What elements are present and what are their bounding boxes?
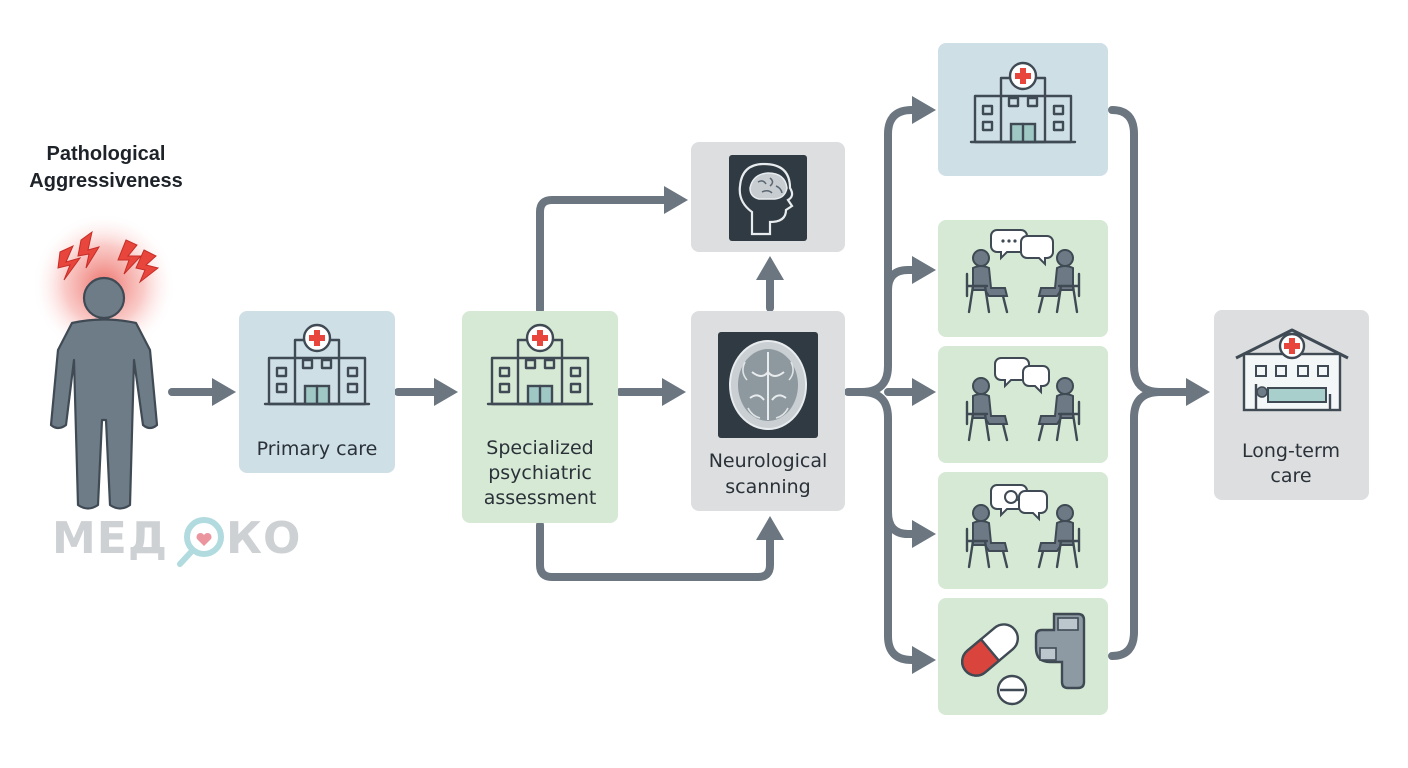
- specialized-label-line-3: assessment: [484, 487, 597, 509]
- title-line-2: Aggressiveness: [29, 170, 182, 192]
- specialized-label-line-2: psychiatric: [488, 462, 592, 484]
- specialized-assessment-node: Specialized psychiatric assessment: [462, 311, 618, 523]
- care-home-icon: [1235, 328, 1349, 412]
- long-term-care-node: Long-term care: [1214, 310, 1369, 500]
- hospital-icon: [263, 323, 371, 406]
- long-term-care-label-line-1: Long-term: [1242, 440, 1340, 462]
- neurological-label-line-2: scanning: [725, 476, 810, 498]
- hospital-icon: [969, 61, 1077, 144]
- therapy-session-node-3: [938, 472, 1108, 589]
- specialized-label-line-1: Specialized: [486, 437, 593, 459]
- alarm-figure-icon: [32, 213, 176, 510]
- therapy-session-icon: [965, 357, 1081, 442]
- watermark-text-right: КО: [226, 513, 301, 564]
- hospital-icon: [486, 323, 594, 406]
- brain-scan-icon: [718, 332, 818, 438]
- therapy-session-icon: [965, 484, 1081, 569]
- neurological-scanning-node: Neurological scanning: [691, 311, 845, 511]
- neurological-label-line-1: Neurological: [709, 450, 828, 472]
- primary-care-label: Primary care: [257, 438, 378, 460]
- therapy-session-icon: [965, 229, 1081, 314]
- inhaler-icon: [1034, 612, 1086, 690]
- medication-node: [938, 598, 1108, 715]
- pill-icon: [961, 623, 1028, 706]
- title-line-1: Pathological: [47, 143, 166, 165]
- diagram-title: Pathological Aggressiveness: [29, 143, 182, 192]
- watermark-logo: МЕД КО: [52, 513, 301, 567]
- long-term-care-label-line-2: care: [1270, 465, 1311, 487]
- inpatient-hospital-node: [938, 43, 1108, 176]
- flow-connectors: [168, 96, 1210, 674]
- watermark-magnifier-icon: [177, 517, 224, 567]
- brain-imaging-node: [691, 142, 845, 252]
- brain-head-icon: [729, 155, 807, 241]
- watermark-text-left: МЕД: [52, 513, 168, 564]
- therapy-session-node-2: [938, 346, 1108, 463]
- primary-care-node: Primary care: [239, 311, 395, 473]
- therapy-session-node-1: [938, 220, 1108, 337]
